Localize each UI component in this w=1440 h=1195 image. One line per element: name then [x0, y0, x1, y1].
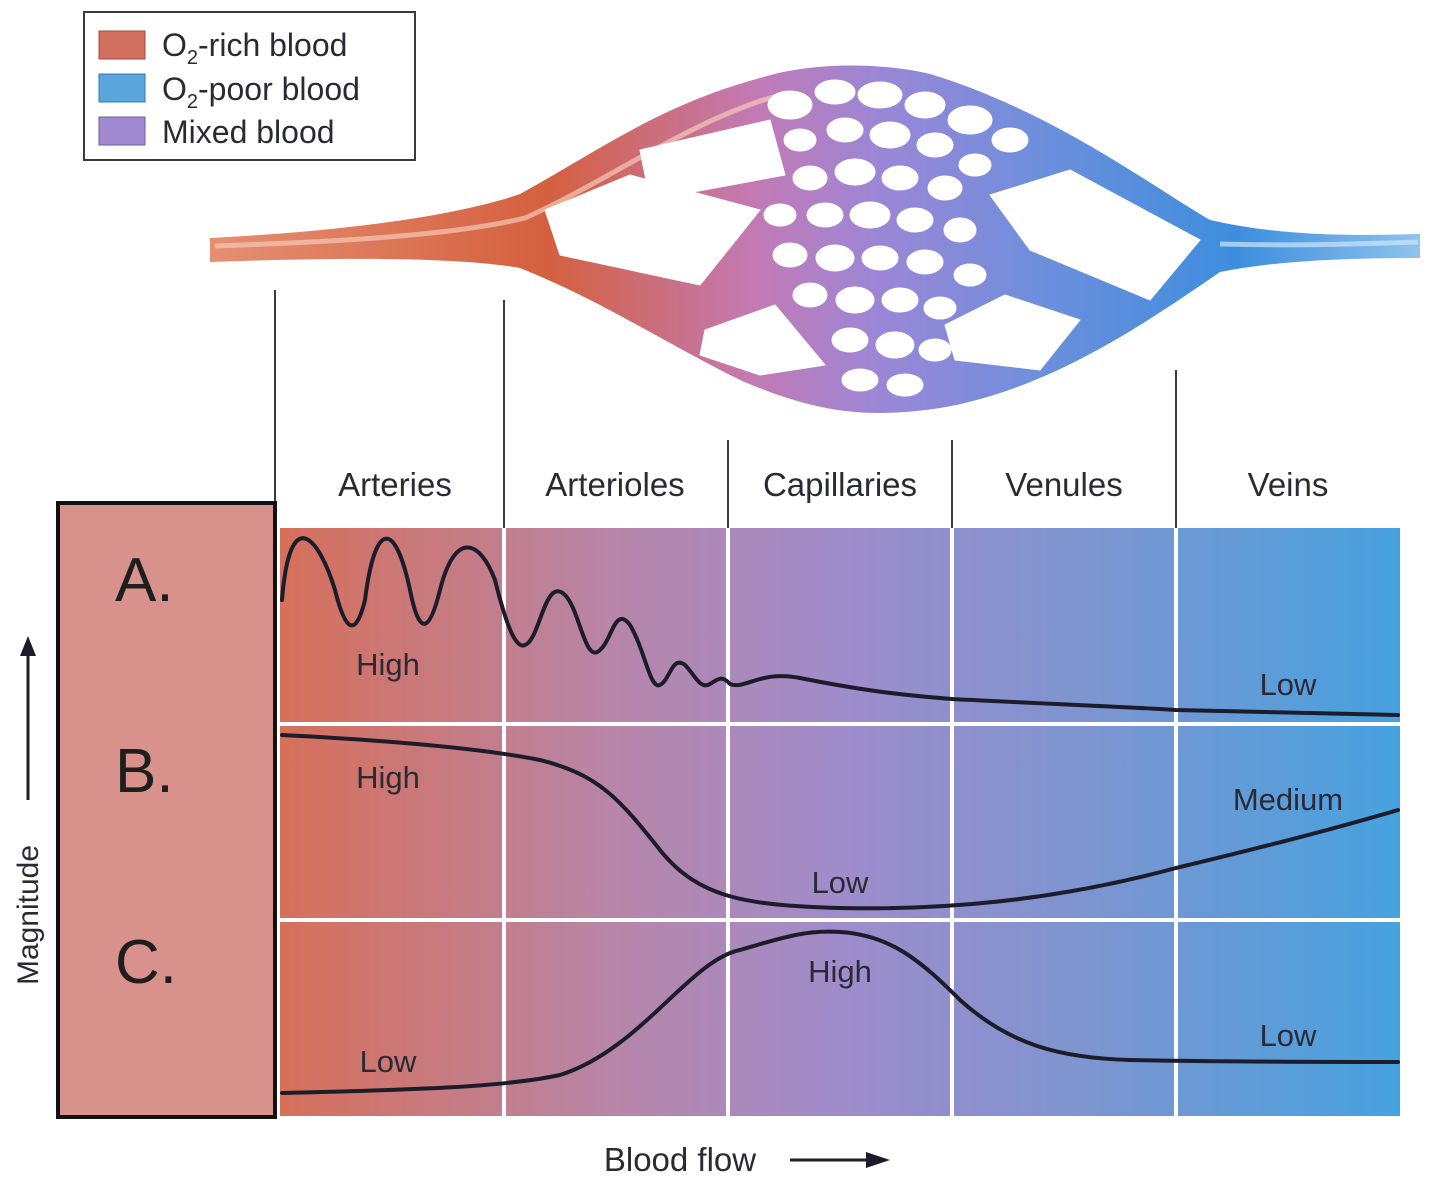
graph-grid: [280, 528, 1400, 1116]
row-letter-panel-box: [56, 501, 277, 1119]
y-axis: Magnitude: [12, 636, 45, 985]
row-letter-c: C.: [115, 928, 177, 997]
y-axis-arrow-head: [20, 636, 36, 656]
legend-swatch-mixed: [98, 116, 146, 146]
graph-panel-background: [280, 528, 1400, 1116]
curve-c-label-low-start: Low: [360, 1044, 417, 1079]
column-header-capillaries: Capillaries: [763, 466, 917, 503]
legend-label-mixed: Mixed blood: [162, 114, 335, 150]
curve-b-label-medium: Medium: [1233, 782, 1343, 817]
curve-c-label-high: High: [808, 954, 872, 989]
curve-c: [280, 929, 1400, 1095]
row-letter-b: B.: [115, 737, 174, 806]
x-axis: Blood flow: [604, 1141, 890, 1178]
column-headers: Arteries Arterioles Capillaries Venules …: [338, 466, 1328, 503]
curve-labels: High Low High Low Medium Low High Low: [356, 647, 1343, 1079]
y-axis-label: Magnitude: [12, 845, 45, 985]
curve-c-label-low-end: Low: [1260, 1018, 1317, 1053]
graph-panel: High Low High Low Medium Low High Low: [280, 528, 1400, 1116]
legend: O2-rich blood O2-poor blood Mixed blood: [83, 11, 416, 161]
x-axis-arrow-head: [866, 1152, 890, 1168]
column-header-arterioles: Arterioles: [545, 466, 684, 503]
curve-b-label-high: High: [356, 760, 420, 795]
row-letter-a: A.: [115, 546, 174, 615]
column-header-arteries: Arteries: [338, 466, 452, 503]
legend-label-o2-rich: O2-rich blood: [162, 27, 347, 69]
curve-b-label-low: Low: [812, 865, 869, 900]
curve-b: [280, 733, 1400, 911]
curve-a-label-low: Low: [1260, 667, 1317, 702]
legend-label-o2-poor: O2-poor blood: [162, 71, 360, 113]
legend-swatch-o2-poor: [98, 73, 146, 103]
column-header-venules: Venules: [1005, 466, 1122, 503]
column-header-veins: Veins: [1248, 466, 1329, 503]
curve-a: [280, 536, 1400, 717]
capillary-bed-illustration: [210, 65, 1420, 413]
region-guide-lines: [274, 290, 1177, 530]
row-letter-panel: A. B. C.: [56, 501, 277, 1119]
curve-a-label-high: High: [356, 647, 420, 682]
legend-swatch-o2-rich: [98, 30, 146, 60]
x-axis-label: Blood flow: [604, 1141, 756, 1178]
